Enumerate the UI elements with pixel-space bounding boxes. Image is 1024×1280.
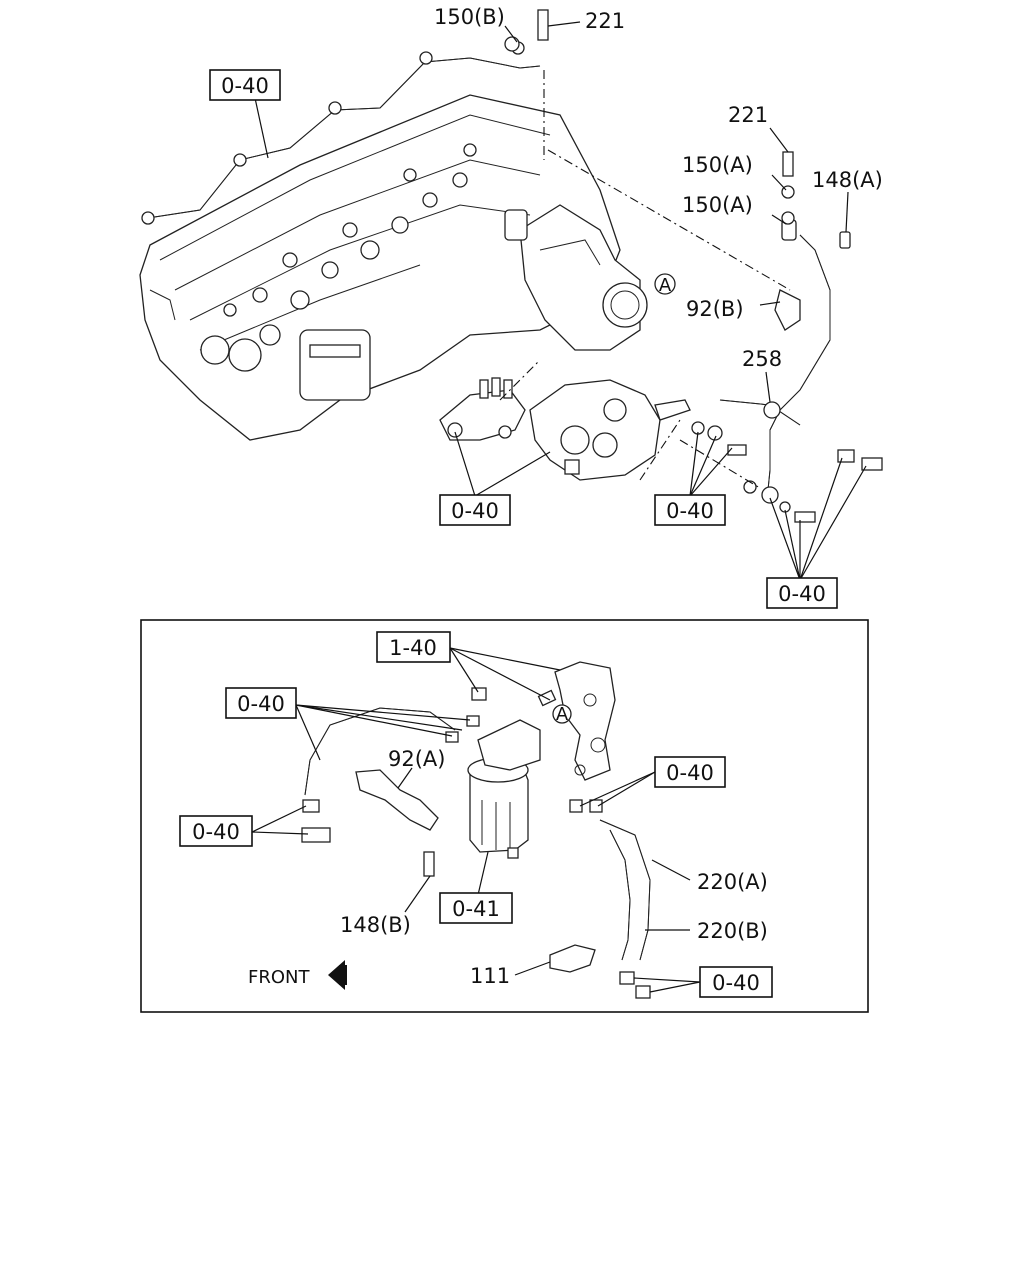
- leader-lines-top: [254, 21, 867, 581]
- callout-150a-1: 150(A): [682, 153, 753, 177]
- callout-150a-2: 150(A): [682, 193, 753, 217]
- svg-text:0-40: 0-40: [237, 692, 285, 716]
- ref-box-040-inset-left-top: 0-40: [225, 687, 297, 719]
- leak-off-pipe: [141, 41, 541, 225]
- ref-box-040-mid1: 0-40: [439, 494, 511, 526]
- svg-text:0-40: 0-40: [666, 499, 714, 523]
- svg-text:1-40: 1-40: [389, 636, 437, 660]
- throttle-body: [504, 204, 648, 351]
- ref-box-140: 1-40: [376, 631, 451, 663]
- ref-box-040-inset-left-bot: 0-40: [179, 815, 253, 847]
- callout-92b: 92(B): [686, 297, 744, 321]
- alignment-lines: [499, 70, 791, 489]
- callout-220a: 220(A): [697, 870, 768, 894]
- callout-148b: 148(B): [340, 913, 411, 937]
- fuel-distribution-block: [439, 377, 526, 441]
- ref-box-040-mid2: 0-40: [654, 494, 726, 526]
- front-arrow: [328, 960, 347, 990]
- callout-111: 111: [470, 964, 510, 988]
- svg-text:0-40: 0-40: [451, 499, 499, 523]
- svg-text:0-40: 0-40: [192, 820, 240, 844]
- fuel-filter: [467, 719, 541, 859]
- callout-148a: 148(A): [812, 168, 883, 192]
- injection-pump: [529, 379, 691, 481]
- ref-box-040-inset-right-top: 0-40: [654, 756, 726, 788]
- callout-220b: 220(B): [697, 919, 768, 943]
- marker-a-label-top: A: [659, 275, 672, 296]
- svg-text:0-40: 0-40: [666, 761, 714, 785]
- callout-150b: 150(B): [434, 5, 505, 29]
- cylinder-head-assembly: [139, 94, 621, 441]
- ref-box-040-inset-right-bot: 0-40: [699, 966, 773, 998]
- marker-a-label-inset: A: [556, 704, 569, 725]
- callout-221-top: 221: [585, 9, 625, 33]
- svg-text:0-40: 0-40: [712, 971, 760, 995]
- svg-text:0-40: 0-40: [221, 74, 269, 98]
- svg-text:0-40: 0-40: [778, 582, 826, 606]
- ref-box-040-topleft: 0-40: [209, 69, 281, 101]
- ref-box-040-right: 0-40: [766, 577, 838, 609]
- fuel-feed-pipe: [504, 9, 883, 523]
- marker-a-circle-top: A: [654, 273, 676, 296]
- callout-258: 258: [742, 347, 782, 371]
- callout-92a: 92(A): [388, 747, 445, 771]
- inset-frame: [140, 619, 869, 1013]
- callout-221-right: 221: [728, 103, 768, 127]
- leader-lines-inset: [251, 647, 701, 993]
- mounting-bracket: A: [552, 661, 616, 781]
- svg-text:0-41: 0-41: [452, 897, 500, 921]
- ref-box-041: 0-41: [439, 892, 513, 924]
- front-label: FRONT: [248, 967, 310, 988]
